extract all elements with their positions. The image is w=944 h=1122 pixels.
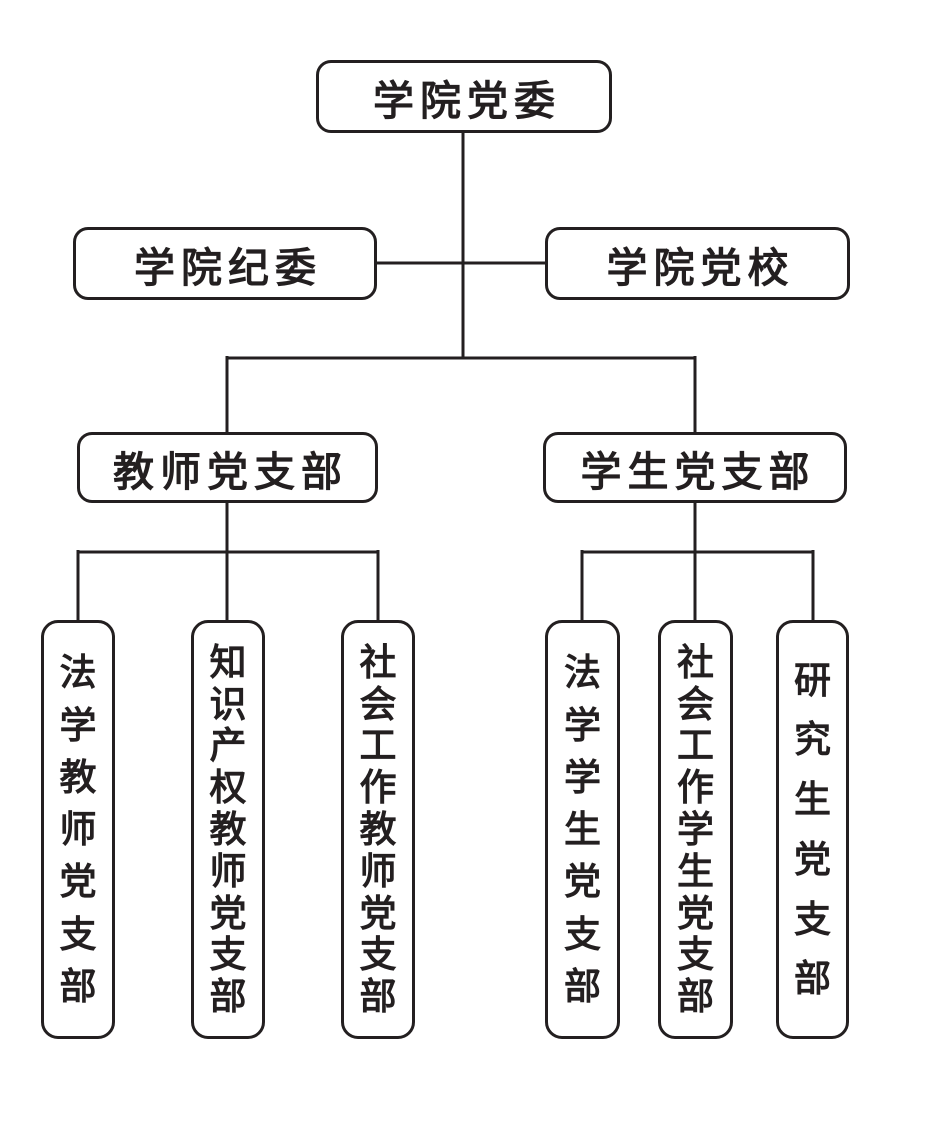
org-node-graduate-student-branch: 研究生党支部 (776, 620, 849, 1039)
org-node-ip-teacher-branch: 知识产权教师党支部 (191, 620, 265, 1039)
org-node-teacher-branch: 教师党支部 (77, 432, 378, 503)
org-node-law-teacher-branch: 法学教师党支部 (41, 620, 115, 1039)
org-node-discipline-committee: 学院纪委 (73, 227, 377, 300)
org-node-student-branch: 学生党支部 (543, 432, 847, 503)
org-node-socialwork-student-branch: 社会工作学生党支部 (658, 620, 733, 1039)
org-node-socialwork-teacher-branch: 社会工作教师党支部 (341, 620, 415, 1039)
org-node-party-committee: 学院党委 (316, 60, 612, 133)
org-node-law-student-branch: 法学学生党支部 (545, 620, 620, 1039)
org-node-party-school: 学院党校 (545, 227, 850, 300)
